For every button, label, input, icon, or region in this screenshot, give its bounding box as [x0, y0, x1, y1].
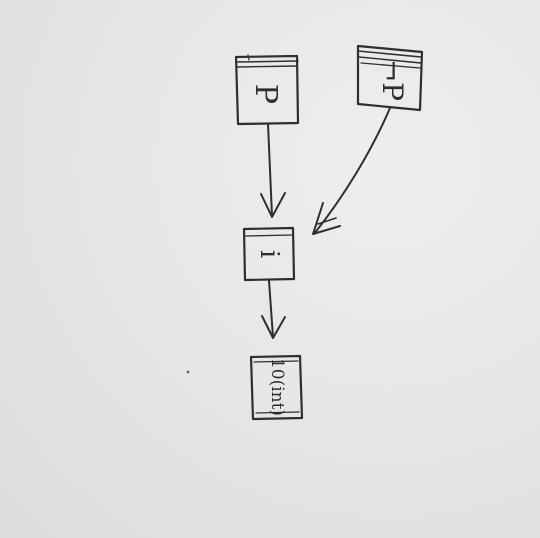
node-i-label: i [254, 250, 284, 258]
node-i: i [242, 226, 296, 282]
node-p-label: P [248, 84, 283, 104]
node-neg-p-label: ¬P [376, 59, 409, 101]
stray-mark [186, 370, 190, 374]
node-neg-p: ¬P [356, 44, 424, 112]
edge-i-to-result [261, 280, 286, 339]
node-result-label: 10(int) [267, 358, 287, 416]
node-p: P [234, 54, 300, 126]
edge-p-to-i [260, 123, 286, 218]
node-result: 10(int) [249, 354, 304, 421]
edge-neg-p-to-i [312, 107, 391, 235]
